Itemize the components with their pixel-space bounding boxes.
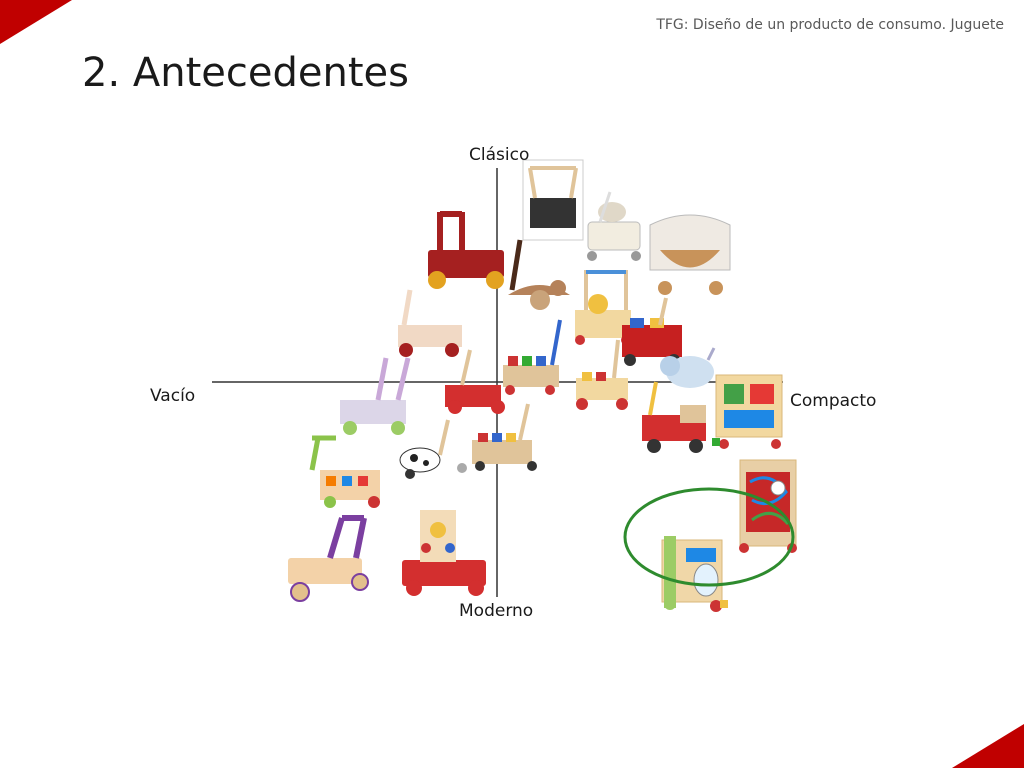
pram-hood-icon (649, 214, 731, 295)
axis-label-top: Clásico (469, 145, 530, 165)
walker-elephant-icon (660, 347, 716, 388)
walker-blocks-cart-icon (472, 403, 537, 471)
walker-yellow-blocks-icon (576, 339, 628, 410)
walker-green-blocks-icon (309, 435, 380, 508)
walker-red-wagon-icon (428, 211, 504, 289)
walker-red-cart-icon (445, 349, 505, 414)
highlight-circle (623, 487, 795, 587)
walker-blue-blocks-icon (503, 319, 562, 395)
axis-label-bottom: Moderno (459, 601, 534, 621)
walker-cow-icon (399, 419, 467, 479)
walker-truck-icon (642, 381, 720, 453)
walker-activity-panel-icon (661, 536, 728, 612)
walker-wood-box-icon (522, 159, 584, 241)
axis-label-left: Vacío (150, 386, 196, 406)
walker-basket-icon (587, 191, 641, 261)
walker-red-blocks-icon (622, 297, 682, 366)
walker-activity-red-icon (402, 510, 486, 596)
activity-cube-icon (715, 374, 783, 449)
header-note: TFG: Diseño de un producto de consumo. J… (656, 17, 1004, 33)
page-title: 2. Antecedentes (82, 50, 409, 96)
walker-bead-maze-icon (739, 459, 797, 553)
corner-accent-bottom-right (952, 724, 1024, 768)
walker-purple-icon (288, 515, 369, 602)
walker-pink-wagon-icon (398, 289, 462, 357)
walker-lilac-icon (340, 357, 411, 435)
corner-accent-top-left (0, 0, 72, 44)
axis-label-right: Compacto (790, 391, 877, 411)
rocking-animal-walker-icon (508, 239, 570, 310)
